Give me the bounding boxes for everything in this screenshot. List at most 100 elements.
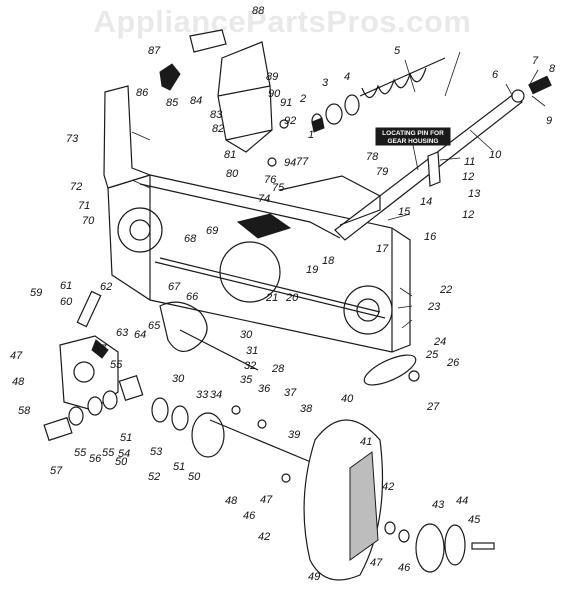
callout-labels: 1 2 3 4 5 6 7 8 9 10 11 12 12 13 14 15 1… bbox=[10, 5, 556, 583]
callout-83: 83 bbox=[210, 109, 223, 121]
callout-28: 28 bbox=[271, 363, 285, 375]
callout-90: 90 bbox=[268, 88, 281, 100]
callout-34: 34 bbox=[210, 389, 222, 401]
callout-72: 72 bbox=[70, 181, 82, 193]
note-line-2: GEAR HOUSING bbox=[388, 138, 439, 145]
callout-75: 75 bbox=[272, 182, 285, 194]
callout-42b: 42 bbox=[258, 531, 270, 543]
callout-48a: 48 bbox=[225, 495, 238, 507]
callout-70: 70 bbox=[82, 215, 95, 227]
callout-78: 78 bbox=[366, 151, 379, 163]
callout-55b: 55 bbox=[74, 447, 87, 459]
callout-60: 60 bbox=[60, 296, 73, 308]
callout-41: 41 bbox=[360, 436, 372, 448]
callout-57a: 57 bbox=[50, 465, 63, 477]
callout-86: 86 bbox=[136, 87, 149, 99]
callout-74: 74 bbox=[258, 193, 270, 205]
handle-plate-73 bbox=[103, 85, 152, 189]
callout-15: 15 bbox=[398, 206, 411, 218]
auger-housing bbox=[107, 174, 411, 353]
gear-housing bbox=[59, 290, 259, 411]
callout-11: 11 bbox=[464, 156, 475, 168]
callout-35: 35 bbox=[240, 374, 253, 386]
callout-38: 38 bbox=[300, 403, 313, 415]
callout-65: 65 bbox=[148, 320, 161, 332]
callout-24: 24 bbox=[433, 336, 446, 348]
note-line-1: LOCATING PIN FOR bbox=[382, 130, 444, 137]
callout-45: 45 bbox=[468, 514, 481, 526]
callout-17: 17 bbox=[376, 243, 389, 255]
callout-31: 31 bbox=[246, 345, 258, 357]
callout-55c: 55 bbox=[102, 447, 115, 459]
callout-37: 37 bbox=[284, 387, 297, 399]
callout-25: 25 bbox=[425, 349, 439, 361]
callout-30a: 30 bbox=[240, 329, 253, 341]
callout-12a: 12 bbox=[462, 171, 474, 183]
callout-40: 40 bbox=[341, 393, 354, 405]
callout-18: 18 bbox=[322, 255, 335, 267]
callout-82: 82 bbox=[212, 123, 224, 135]
callout-94: 94 bbox=[284, 157, 296, 169]
callout-62: 62 bbox=[100, 281, 112, 293]
callout-27: 27 bbox=[426, 401, 440, 413]
callout-5: 5 bbox=[394, 45, 401, 57]
callout-56: 56 bbox=[89, 453, 102, 465]
callout-44: 44 bbox=[456, 495, 468, 507]
callout-53: 53 bbox=[150, 446, 163, 458]
callout-58: 58 bbox=[18, 405, 31, 417]
callout-66: 66 bbox=[186, 291, 199, 303]
callout-13: 13 bbox=[468, 188, 481, 200]
callout-73: 73 bbox=[66, 133, 79, 145]
callout-48b: 48 bbox=[12, 376, 25, 388]
callout-42a: 42 bbox=[382, 481, 394, 493]
callout-80: 80 bbox=[226, 168, 239, 180]
callout-7: 7 bbox=[532, 55, 539, 67]
callout-30b: 30 bbox=[172, 373, 185, 385]
callout-49: 49 bbox=[308, 571, 320, 583]
callout-51b: 51 bbox=[120, 432, 132, 444]
callout-81: 81 bbox=[224, 149, 236, 161]
callout-57b: 57 bbox=[94, 343, 107, 355]
tube-assembly bbox=[279, 75, 552, 241]
callout-47a: 47 bbox=[260, 494, 273, 506]
callout-8: 8 bbox=[549, 63, 556, 75]
callout-85: 85 bbox=[166, 97, 179, 109]
callout-69: 69 bbox=[206, 225, 218, 237]
auger-spiral bbox=[311, 57, 446, 133]
callout-19: 19 bbox=[306, 264, 318, 276]
callout-50b: 50 bbox=[115, 456, 128, 468]
impeller bbox=[303, 419, 495, 581]
callout-77: 77 bbox=[296, 156, 309, 168]
callout-10: 10 bbox=[489, 149, 502, 161]
discharge-chute bbox=[159, 29, 289, 167]
callout-36: 36 bbox=[258, 383, 271, 395]
callout-3: 3 bbox=[322, 77, 329, 89]
callout-20: 20 bbox=[285, 292, 299, 304]
callout-22: 22 bbox=[439, 284, 452, 296]
callout-47b: 47 bbox=[370, 557, 383, 569]
callout-92: 92 bbox=[284, 115, 296, 127]
locating-pin-note: LOCATING PIN FOR GEAR HOUSING bbox=[375, 127, 451, 171]
callout-21: 21 bbox=[265, 292, 278, 304]
callout-50a: 50 bbox=[188, 471, 201, 483]
callout-23: 23 bbox=[427, 301, 441, 313]
callout-63: 63 bbox=[116, 327, 129, 339]
callout-52: 52 bbox=[148, 471, 160, 483]
callout-54: 54 bbox=[118, 448, 130, 460]
callout-51a: 51 bbox=[173, 461, 185, 473]
callout-26: 26 bbox=[446, 357, 460, 369]
callout-1: 1 bbox=[308, 129, 314, 141]
callout-43: 43 bbox=[432, 499, 445, 511]
callout-59: 59 bbox=[30, 287, 42, 299]
callout-46a: 46 bbox=[243, 510, 256, 522]
skid-shoe bbox=[363, 354, 420, 386]
callout-46b: 46 bbox=[398, 562, 411, 574]
callout-55a: 55 bbox=[110, 359, 123, 371]
callout-6: 6 bbox=[492, 69, 499, 81]
callout-91: 91 bbox=[280, 97, 292, 109]
callout-9: 9 bbox=[546, 115, 552, 127]
callout-47c: 47 bbox=[10, 350, 23, 362]
callout-12b: 12 bbox=[462, 209, 474, 221]
